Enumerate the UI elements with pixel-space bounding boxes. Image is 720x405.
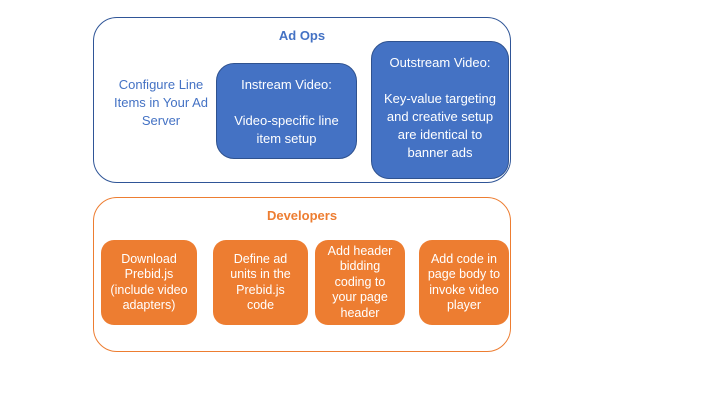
step-define-ad-units: Define ad units in the Prebid.js code — [213, 240, 308, 325]
step-add-page-body-code: Add code in page body to invoke video pl… — [419, 240, 509, 325]
instream-video-body: Video-specific line item setup — [234, 113, 339, 146]
step-add-header-bidding-code: Add header bidding coding to your page h… — [315, 240, 405, 325]
outstream-video-box: Outstream Video: Key-value targeting and… — [371, 41, 509, 179]
instream-video-box: Instream Video: Video-specific line item… — [216, 63, 357, 159]
configure-line-items-note: Configure Line Items in Your Ad Server — [114, 77, 208, 128]
outstream-video-title: Outstream Video: — [389, 55, 491, 70]
ad-ops-group: Ad Ops Configure Line Items in Your Ad S… — [93, 17, 511, 183]
step-download-prebid: Download Prebid.js (include video adapte… — [101, 240, 197, 325]
developers-group-title: Developers — [266, 208, 338, 223]
instream-video-title: Instream Video: — [241, 77, 332, 92]
developers-group: Developers Download Prebid.js (include v… — [93, 197, 511, 352]
ad-ops-group-title: Ad Ops — [278, 28, 326, 43]
outstream-video-body: Key-value targeting and creative setup a… — [383, 91, 496, 160]
